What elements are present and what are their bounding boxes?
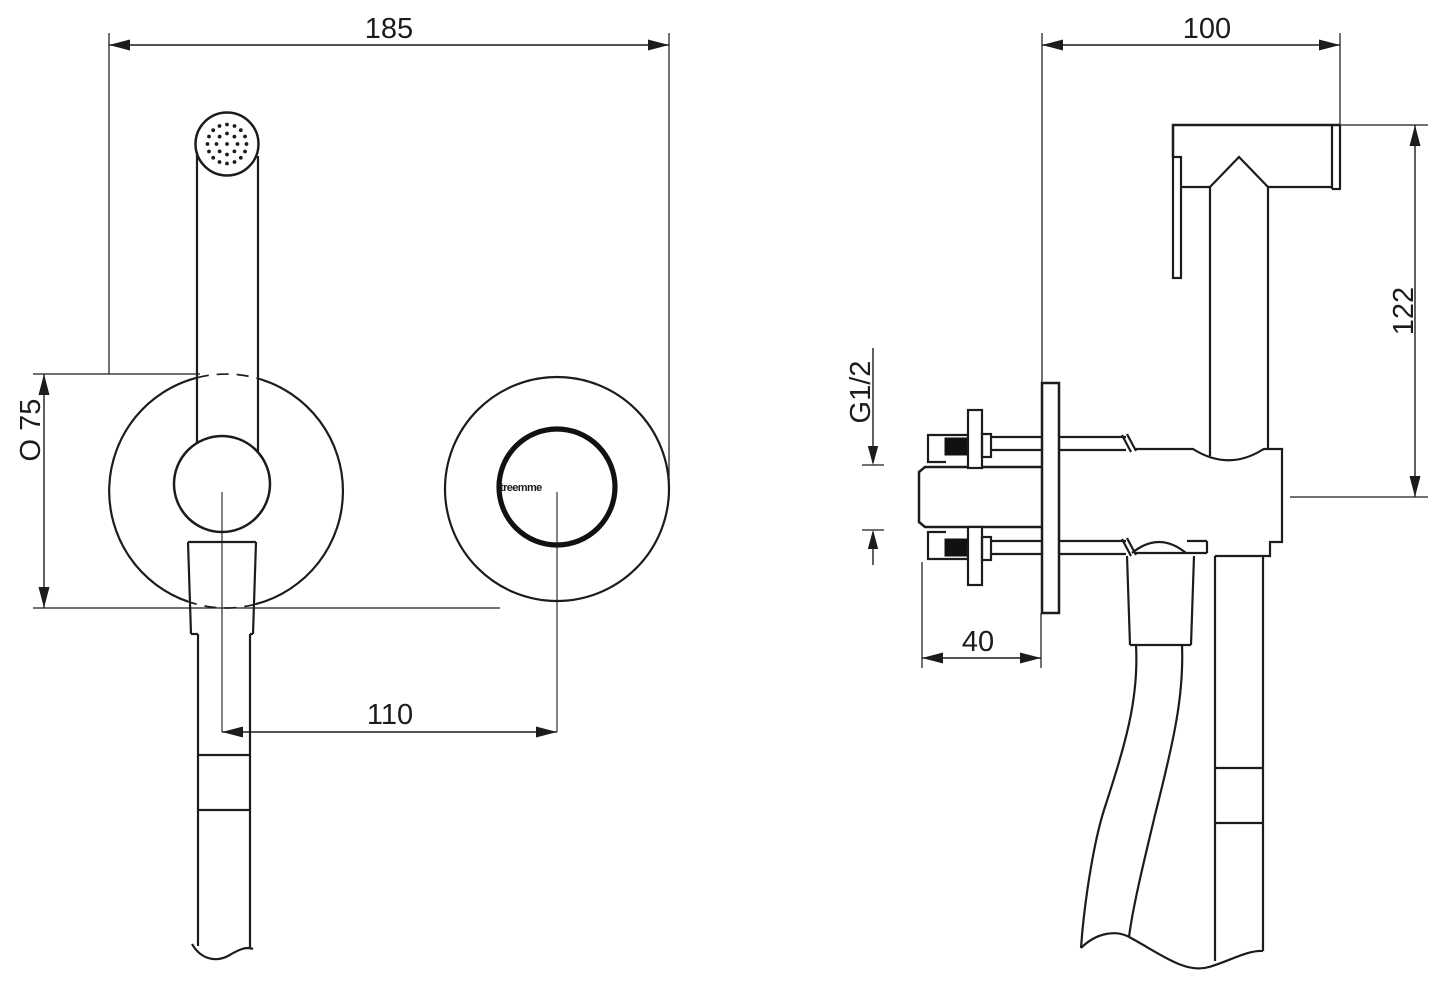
dim-label-o75: O 75 xyxy=(15,399,47,462)
rosette-hidden-bottom xyxy=(187,600,257,609)
spray-head-face xyxy=(194,111,260,177)
dim-label-110: 110 xyxy=(367,699,413,731)
wall-plate-side xyxy=(1040,381,1061,615)
clamp-plate-bottom xyxy=(966,525,984,587)
front-view: 185 O 75 xyxy=(15,13,671,961)
hose-connector xyxy=(1125,555,1196,647)
hand-shower-side xyxy=(1171,123,1342,961)
side-view: 100 122 G1/2 40 xyxy=(845,13,1428,970)
arrowhead-left xyxy=(109,39,130,51)
shower-holder-side xyxy=(1131,447,1284,558)
dim-centers-110: 110 xyxy=(222,699,557,738)
bolt-head-top xyxy=(944,437,969,456)
arrowhead-right xyxy=(648,39,669,51)
mounting-bolt-top xyxy=(926,408,1041,470)
spray-nozzle-dots xyxy=(205,122,249,166)
rosette-arc-left xyxy=(108,376,198,603)
rosette-arc-right xyxy=(255,377,345,606)
control-rosette-front: treemme xyxy=(443,375,671,732)
hose-nut-dome xyxy=(1131,541,1187,554)
dim-height-122: 122 xyxy=(1290,124,1428,498)
dim-recess-40: 40 xyxy=(921,562,1042,668)
head-top-side xyxy=(1171,123,1340,157)
hose-left-edge xyxy=(1079,644,1138,949)
handle-grip-front xyxy=(191,634,254,961)
arrowhead-up xyxy=(38,374,50,395)
mounting-bolt-bottom xyxy=(926,525,1041,587)
rosette-hidden-top xyxy=(196,373,259,380)
concealed-valve-body xyxy=(917,465,1041,529)
dim-label-185: 185 xyxy=(365,13,413,45)
break-wave-side xyxy=(1080,932,1264,970)
head-chevron xyxy=(1209,155,1269,188)
dim-label-100: 100 xyxy=(1183,13,1231,45)
dim-diameter-75: O 75 xyxy=(15,373,500,609)
break-mark-top xyxy=(1121,433,1137,453)
connection-rods xyxy=(1059,433,1137,557)
bolt-head-bottom xyxy=(944,538,969,557)
dim-projection-100: 100 xyxy=(1041,13,1341,383)
bolt-nut-top xyxy=(980,432,993,459)
dim-width-185: 185 xyxy=(108,13,670,500)
bolt-nut-bottom xyxy=(980,535,993,562)
arrowhead-down xyxy=(38,587,50,608)
hose-right-edge xyxy=(1127,644,1184,938)
shower-hose-side xyxy=(1079,555,1264,970)
dim-label-g12: G1/2 xyxy=(845,361,877,424)
brand-logo: treemme xyxy=(500,482,542,494)
dim-thread-g12: G1/2 xyxy=(845,348,884,565)
dim-label-122: 122 xyxy=(1388,287,1420,335)
hand-shower-front xyxy=(108,111,345,961)
dim-label-40: 40 xyxy=(962,626,994,658)
spray-lever xyxy=(1171,155,1183,280)
break-wave-front xyxy=(191,943,254,961)
clamp-plate-top xyxy=(966,408,984,470)
